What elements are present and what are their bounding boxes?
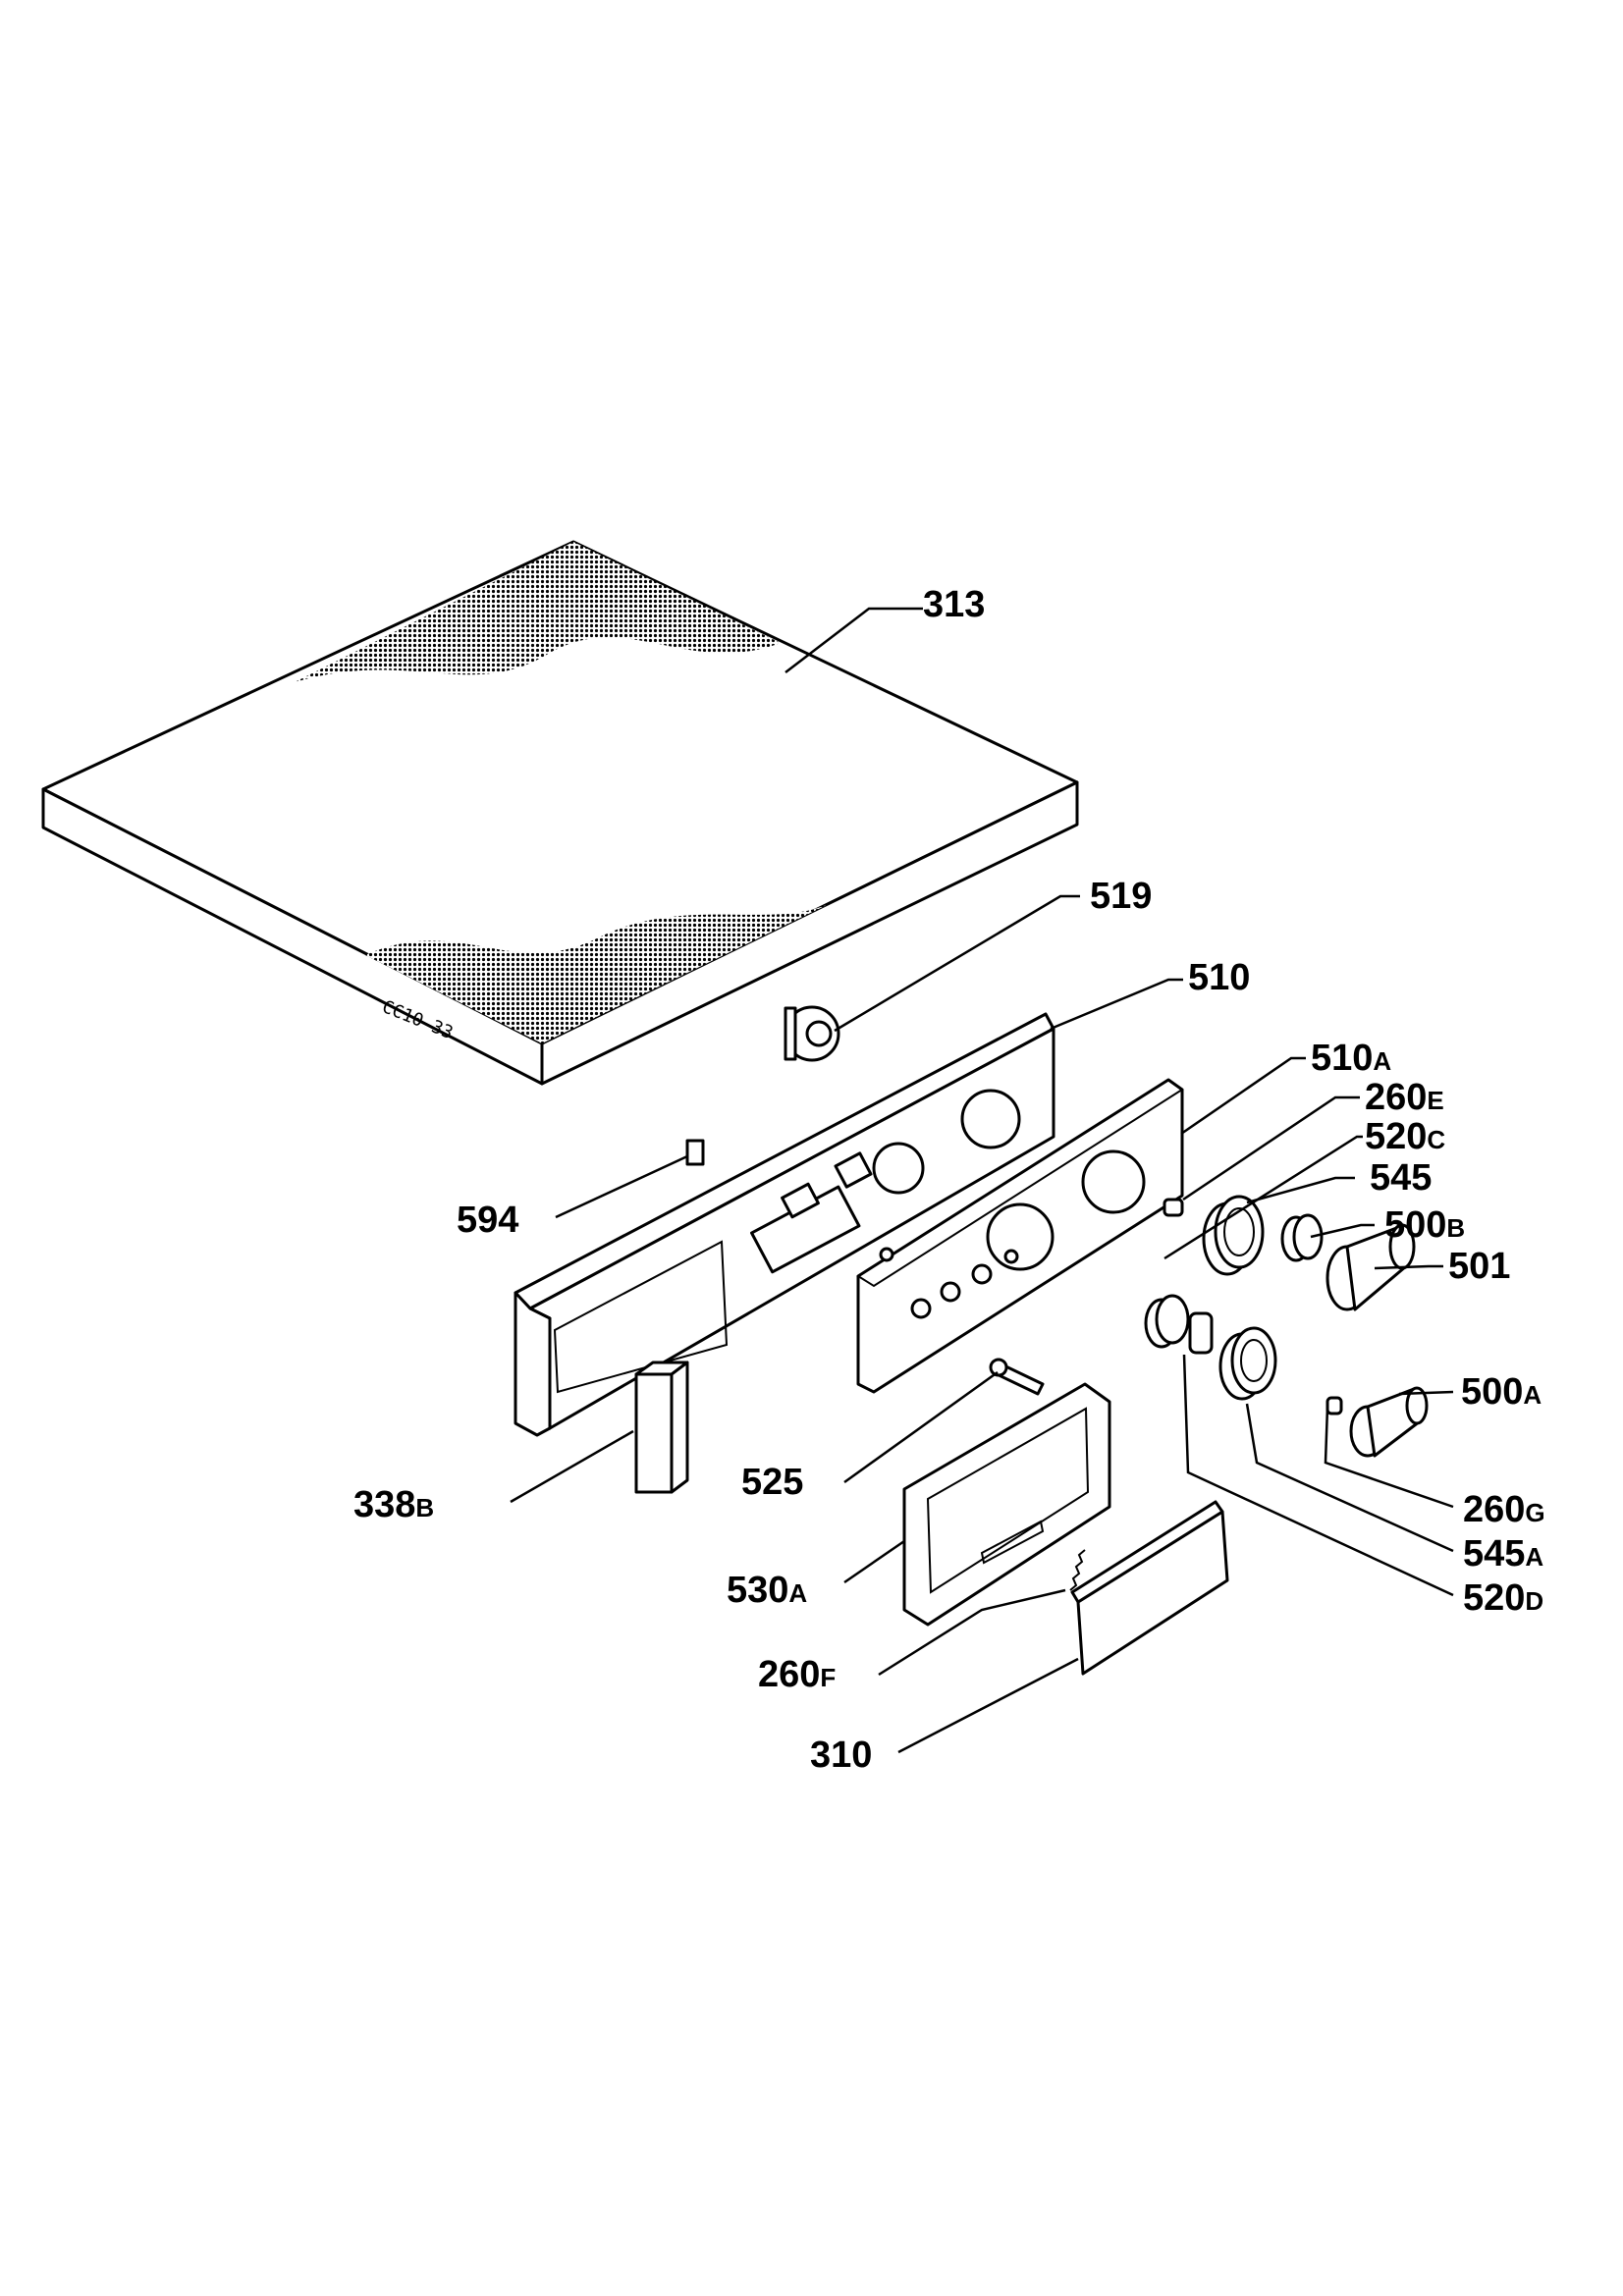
- part-338b: [634, 1361, 689, 1494]
- label-501: 501: [1448, 1246, 1510, 1287]
- knob-500a: [1349, 1386, 1429, 1458]
- spring-260g: [1325, 1396, 1343, 1415]
- label-520d: 520D: [1463, 1577, 1543, 1619]
- part-594: [685, 1139, 705, 1166]
- spring-260f: [1069, 1549, 1086, 1591]
- label-260g: 260G: [1463, 1489, 1545, 1530]
- door-frame-530a: [902, 1382, 1111, 1627]
- washer-500b: [1280, 1213, 1324, 1262]
- label-594: 594: [457, 1200, 518, 1241]
- worktop-lid-313: CC10-33: [41, 540, 1079, 1086]
- bezel-520c: [1202, 1195, 1265, 1276]
- label-500a: 500A: [1461, 1371, 1542, 1413]
- label-545a: 545A: [1463, 1533, 1543, 1575]
- label-510a: 510A: [1311, 1038, 1391, 1079]
- control-panel-510: [514, 1012, 1055, 1437]
- label-510: 510: [1188, 957, 1250, 998]
- label-525: 525: [741, 1462, 803, 1503]
- label-545: 545: [1370, 1157, 1432, 1199]
- spring-260e: [1163, 1198, 1184, 1217]
- label-520c: 520C: [1365, 1116, 1445, 1157]
- label-338b: 338B: [353, 1484, 434, 1525]
- label-530a: 530A: [727, 1570, 807, 1611]
- label-260f: 260F: [758, 1654, 836, 1695]
- label-310: 310: [810, 1735, 872, 1776]
- part-labels: 313 519 510 510A 260E 520C 545 500B 501 …: [353, 584, 1545, 1776]
- label-260e: 260E: [1365, 1077, 1444, 1118]
- label-500b: 500B: [1384, 1204, 1465, 1246]
- part-525: [989, 1358, 1045, 1396]
- door-cover-310: [1070, 1500, 1229, 1676]
- part-519: [784, 1005, 840, 1062]
- label-313: 313: [923, 584, 985, 625]
- leader-lines: [510, 607, 1454, 1754]
- bezel-520d: [1144, 1294, 1277, 1401]
- fascia-510a: [856, 1078, 1184, 1394]
- label-519: 519: [1090, 876, 1152, 917]
